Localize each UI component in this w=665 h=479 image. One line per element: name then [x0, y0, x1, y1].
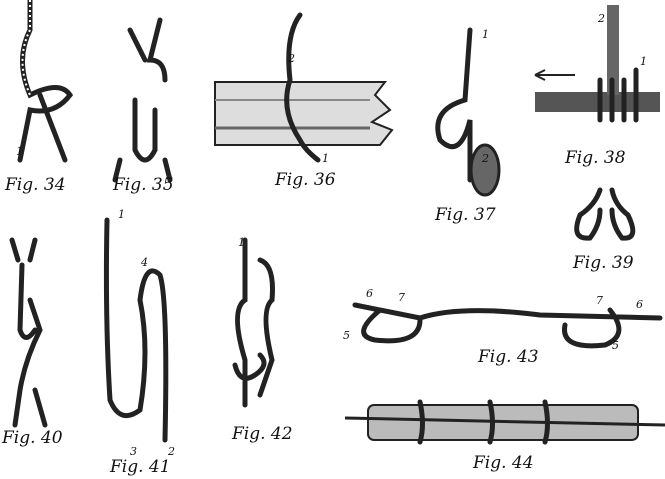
fig-44-drawing	[344, 399, 665, 445]
fig-43-number: 6	[366, 287, 373, 300]
fig-41-drawing	[103, 217, 169, 443]
fig-38-number: 1	[640, 55, 647, 68]
fig-42-drawing	[232, 237, 275, 408]
fig-41-number: 2	[168, 445, 175, 458]
fig-43-number: 5	[612, 339, 619, 352]
fig-36-drawing	[214, 12, 394, 163]
fig-41-number: 3	[130, 445, 137, 458]
fig-37-number: 1	[482, 28, 489, 41]
fig-34-drawing	[17, 0, 74, 163]
fig-40-caption: Fig. 40	[2, 428, 63, 448]
fig-43-number: 5	[343, 329, 350, 342]
fig-36-number: 1	[322, 152, 329, 165]
fig-42-caption: Fig. 42	[232, 424, 293, 444]
fig-43-number: 6	[636, 298, 643, 311]
fig-36-caption: Fig. 36	[275, 170, 336, 190]
fig-34-caption: Fig. 34	[5, 175, 66, 195]
fig-41-caption: Fig. 41	[110, 457, 171, 477]
fig-35-caption: Fig. 35	[113, 175, 174, 195]
fig-37-caption: Fig. 37	[435, 205, 496, 225]
fig-39-drawing	[574, 187, 636, 241]
fig-38-caption: Fig. 38	[565, 148, 626, 168]
fig-42-number: 1	[238, 236, 245, 249]
fig-41-number: 4	[141, 256, 148, 269]
fig-43-number: 7	[596, 294, 603, 307]
fig-38-number: 2	[598, 12, 605, 25]
fig-37-drawing	[435, 27, 501, 197]
fig-36-number: 2	[288, 52, 295, 65]
fig-43-caption: Fig. 43	[478, 347, 539, 367]
fig-34-number: 1	[16, 145, 23, 158]
fig-41-number: 1	[118, 208, 125, 221]
fig-37-number: 2	[482, 152, 489, 165]
fig-44-caption: Fig. 44	[473, 453, 534, 473]
fig-39-caption: Fig. 39	[573, 253, 634, 273]
fig-43-number: 7	[398, 291, 405, 304]
fig-43-drawing	[352, 302, 663, 349]
fig-38-drawing	[534, 5, 660, 123]
fig-35-drawing	[112, 17, 173, 183]
fig-40-drawing	[9, 237, 48, 428]
